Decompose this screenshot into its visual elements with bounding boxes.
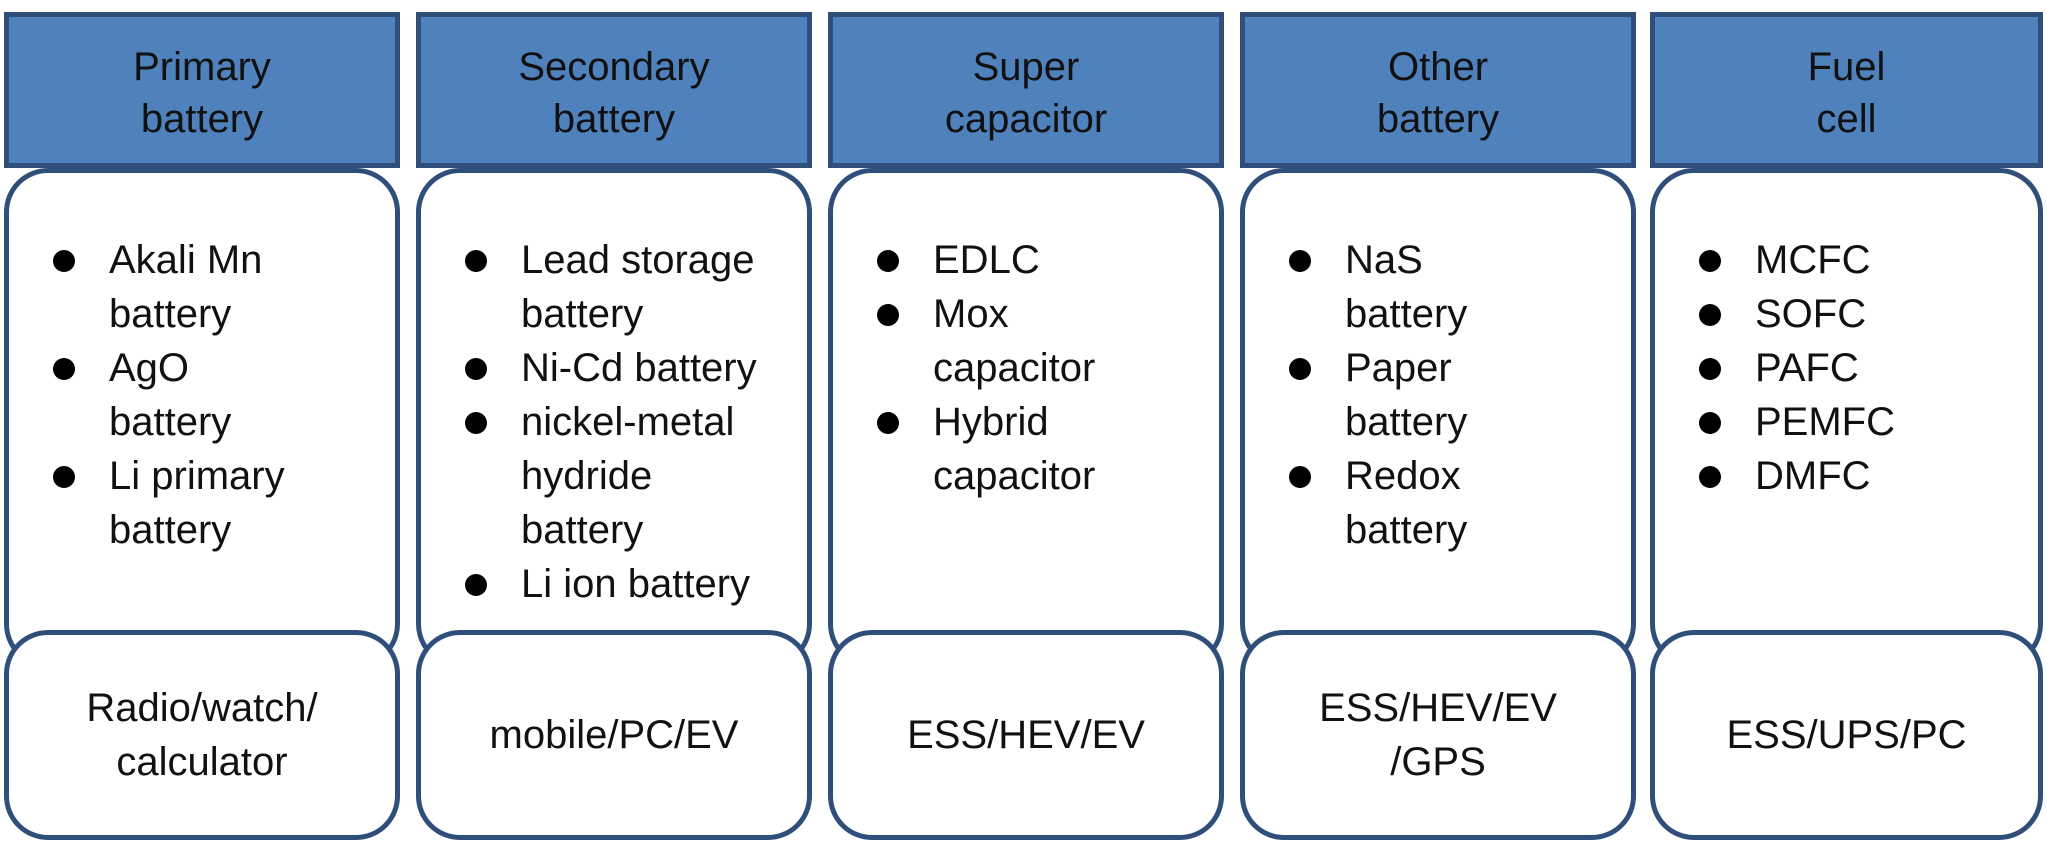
list-item: EDLC	[873, 233, 1211, 287]
bullet-icon	[1289, 466, 1311, 488]
item-label: PEMFC	[1755, 400, 1895, 444]
item-list: EDLC Mox capacitor Hybrid capacitor	[873, 233, 1211, 503]
item-label: Hybrid capacitor	[933, 400, 1096, 498]
list-item: Hybrid capacitor	[873, 395, 1211, 503]
column-header: Super capacitor	[828, 12, 1224, 168]
item-label: Lead storage battery	[521, 238, 755, 336]
item-label: SOFC	[1755, 292, 1867, 336]
item-label: Akali Mn battery	[109, 238, 263, 336]
list-item: NaS battery	[1285, 233, 1623, 341]
bullet-icon	[465, 250, 487, 272]
list-item: Redox battery	[1285, 449, 1623, 557]
application-label: Radio/watch/ calculator	[86, 686, 318, 784]
column-body: EDLC Mox capacitor Hybrid capacitor	[828, 168, 1224, 668]
application-label: mobile/PC/EV	[489, 713, 739, 757]
application-box: ESS/HEV/EV /GPS	[1240, 630, 1636, 840]
list-item: SOFC	[1695, 287, 2030, 341]
column-header: Fuel cell	[1650, 12, 2043, 168]
item-label: NaS battery	[1345, 238, 1468, 336]
item-label: Redox battery	[1345, 454, 1468, 552]
application-label: ESS/HEV/EV	[907, 713, 1145, 757]
application-box: Radio/watch/ calculator	[4, 630, 400, 840]
item-list: MCFC SOFC PAFC PEMFC DMFC	[1695, 233, 2030, 503]
list-item: Li ion battery	[461, 557, 799, 611]
bullet-icon	[1289, 250, 1311, 272]
item-label: DMFC	[1755, 454, 1871, 498]
bullet-icon	[53, 466, 75, 488]
bullet-icon	[877, 412, 899, 434]
list-item: PAFC	[1695, 341, 2030, 395]
list-item: Li primary battery	[49, 449, 387, 557]
item-label: Ni-Cd battery	[521, 346, 757, 390]
item-label: Mox capacitor	[933, 292, 1096, 390]
column-header: Other battery	[1240, 12, 1636, 168]
list-item: MCFC	[1695, 233, 2030, 287]
application-box: ESS/HEV/EV	[828, 630, 1224, 840]
bullet-icon	[1699, 358, 1721, 380]
application-label: ESS/HEV/EV /GPS	[1319, 686, 1557, 784]
column-header: Primary battery	[4, 12, 400, 168]
item-list: NaS battery Paper battery Redox battery	[1285, 233, 1623, 557]
column-body: MCFC SOFC PAFC PEMFC DMFC	[1650, 168, 2043, 668]
list-item: Ni-Cd battery	[461, 341, 799, 395]
list-item: Paper battery	[1285, 341, 1623, 449]
application-box: mobile/PC/EV	[416, 630, 812, 840]
list-item: DMFC	[1695, 449, 2030, 503]
bullet-icon	[877, 304, 899, 326]
item-list: Lead storage battery Ni-Cd battery nicke…	[461, 233, 799, 611]
list-item: Akali Mn battery	[49, 233, 387, 341]
bullet-icon	[877, 250, 899, 272]
item-label: Li primary battery	[109, 454, 285, 552]
item-label: PAFC	[1755, 346, 1859, 390]
item-list: Akali Mn battery AgO battery Li primary …	[49, 233, 387, 557]
list-item: Mox capacitor	[873, 287, 1211, 395]
item-label: Li ion battery	[521, 562, 751, 606]
item-label: nickel-metal hydride battery	[521, 400, 735, 552]
column-body: NaS battery Paper battery Redox battery	[1240, 168, 1636, 668]
item-label: EDLC	[933, 238, 1040, 282]
list-item: nickel-metal hydride battery	[461, 395, 799, 557]
bullet-icon	[465, 358, 487, 380]
bullet-icon	[53, 358, 75, 380]
bullet-icon	[53, 250, 75, 272]
bullet-icon	[1699, 412, 1721, 434]
application-box: ESS/UPS/PC	[1650, 630, 2043, 840]
bullet-icon	[465, 412, 487, 434]
bullet-icon	[1699, 466, 1721, 488]
bullet-icon	[465, 574, 487, 596]
column-body: Akali Mn battery AgO battery Li primary …	[4, 168, 400, 668]
bullet-icon	[1289, 358, 1311, 380]
column-header: Secondary battery	[416, 12, 812, 168]
bullet-icon	[1699, 304, 1721, 326]
bullet-icon	[1699, 250, 1721, 272]
item-label: MCFC	[1755, 238, 1871, 282]
list-item: AgO battery	[49, 341, 387, 449]
application-label: ESS/UPS/PC	[1726, 713, 1967, 757]
item-label: AgO battery	[109, 346, 232, 444]
column-body: Lead storage battery Ni-Cd battery nicke…	[416, 168, 812, 668]
item-label: Paper battery	[1345, 346, 1468, 444]
list-item: PEMFC	[1695, 395, 2030, 449]
list-item: Lead storage battery	[461, 233, 799, 341]
